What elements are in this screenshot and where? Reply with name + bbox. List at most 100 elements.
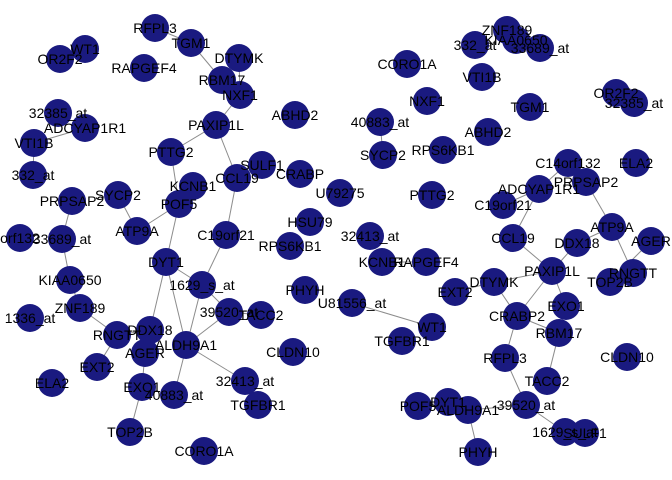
left-network-node-label: 32385_at xyxy=(29,105,88,121)
left-network-node-label: ZNF189 xyxy=(55,300,106,316)
right-network-node xyxy=(598,213,626,241)
left-network-node-label: EXO1 xyxy=(123,379,161,395)
right-network-node-label: KIAA0650 xyxy=(484,32,547,48)
right-network-node-label: POF5 xyxy=(400,398,437,414)
left-network-node-label: RPS6KB1 xyxy=(258,238,321,254)
right-network-node xyxy=(533,367,561,395)
right-network-node-label: TACC2 xyxy=(525,373,570,389)
left-network-node xyxy=(279,338,307,366)
left-network-node xyxy=(223,164,251,192)
left-network-node-label: orf132 xyxy=(0,230,40,246)
right-network-node-label: EXO1 xyxy=(547,298,585,314)
left-network-node xyxy=(244,391,272,419)
right-network-node xyxy=(388,327,416,355)
right-network-node-label: SULF1 xyxy=(563,425,607,441)
right-network-node-label: ZNF189 xyxy=(482,22,533,38)
right-network-node xyxy=(489,191,517,219)
left-network-node-label: ALDH9A1 xyxy=(155,337,217,353)
right-network-node xyxy=(356,222,384,250)
left-network-node-label: 39520_at xyxy=(200,304,259,320)
right-network-node-label: ELA2 xyxy=(619,155,653,171)
right-network-node-label: ATP9A xyxy=(590,219,634,235)
left-network-node-label: TGFBR1 xyxy=(230,397,285,413)
left-network-node-label: RNGTT xyxy=(93,327,142,343)
right-network-node xyxy=(525,175,553,203)
left-network-node xyxy=(130,54,158,82)
left-network-node-label: CORO1A xyxy=(174,443,234,459)
left-network-node xyxy=(247,301,275,329)
right-network-node-label: ADCYAP1R1 xyxy=(498,181,580,197)
right-network-node-label: RAPGEF4 xyxy=(393,254,459,270)
right-network-node-label: ALDH9A1 xyxy=(437,402,499,418)
left-network-node-label: 1336_at xyxy=(5,310,56,326)
right-network-node-label: AGER xyxy=(631,233,671,249)
right-network-node-label: 1629_s_at xyxy=(532,424,598,440)
left-network-node xyxy=(58,187,86,215)
left-network-node-label: DYT1 xyxy=(148,254,184,270)
left-network-node xyxy=(19,161,47,189)
left-network-node xyxy=(56,266,84,294)
left-network-node-label: PTTG2 xyxy=(148,144,193,160)
right-network-node xyxy=(413,87,441,115)
left-network-node xyxy=(291,276,319,304)
right-network-node xyxy=(393,50,421,78)
left-network-node-label: POF5 xyxy=(161,196,198,212)
left-network-node xyxy=(212,221,240,249)
left-network-node-label: RBM17 xyxy=(199,72,246,88)
nodes-layer: RFPL3WT1OR2F2TGM1DTYMKRBM17NXF1RAPGEF4AB… xyxy=(0,14,671,466)
left-network-node xyxy=(276,232,304,260)
right-network-node-label: PHYH xyxy=(459,444,498,460)
left-network-node-label: TOP2B xyxy=(107,424,153,440)
left-network-node-label: 40883_at xyxy=(145,387,204,403)
right-network-node-label: 32413_at xyxy=(341,228,400,244)
right-network-node xyxy=(338,289,366,317)
right-network-node-label: CLDN10 xyxy=(600,349,654,365)
left-network-node xyxy=(215,298,243,326)
right-network-node-label: RPS6KB1 xyxy=(411,142,474,158)
left-network-node-label: PAXIP1L xyxy=(188,117,244,133)
left-network-node xyxy=(202,111,230,139)
right-network-node-label: DYT1 xyxy=(430,394,466,410)
left-network-node xyxy=(190,437,218,465)
right-network-node-label: 32385_at xyxy=(605,95,664,111)
left-network-node-label: OR2F2 xyxy=(37,51,82,67)
left-network-node-label: 332_at xyxy=(12,167,55,183)
left-network-node xyxy=(71,114,99,142)
right-network-node xyxy=(468,63,496,91)
right-network-node xyxy=(516,93,544,121)
left-network-node-label: ATP9A xyxy=(115,223,159,239)
left-network-node xyxy=(188,271,216,299)
left-network-node xyxy=(104,181,132,209)
left-network-node xyxy=(157,138,185,166)
left-network-node xyxy=(16,304,44,332)
right-network-node-label: DDX18 xyxy=(554,235,599,251)
left-network-node xyxy=(6,224,34,252)
right-network-node xyxy=(552,292,580,320)
left-network-node xyxy=(20,129,48,157)
left-network-node xyxy=(172,331,200,359)
left-network-node-label: TGM1 xyxy=(172,35,211,51)
right-network-node xyxy=(418,313,446,341)
left-network-node-label: WT1 xyxy=(70,41,100,57)
left-network-node-label: HSU79 xyxy=(287,214,332,230)
left-network-node-label: KIAA0650 xyxy=(38,272,101,288)
left-network-node-label: 33689_at xyxy=(33,231,92,247)
left-network-node-label: PRPSAP2 xyxy=(40,193,105,209)
left-network-node xyxy=(231,367,259,395)
left-network-node-label: ELA2 xyxy=(35,375,69,391)
left-network-node-label: CLDN10 xyxy=(266,344,320,360)
left-network-node-label: ABHD2 xyxy=(272,107,319,123)
right-network-node-label: 39520_at xyxy=(497,397,556,413)
right-network-node xyxy=(491,344,519,372)
right-network-node-label: U81556_at xyxy=(318,295,387,311)
right-network-node xyxy=(572,168,600,196)
right-network-node-label: TGM1 xyxy=(511,99,550,115)
right-network-node xyxy=(369,141,397,169)
right-network-node-label: RBM17 xyxy=(536,325,583,341)
right-network-node-label: 33689_at xyxy=(511,40,570,56)
left-network-node xyxy=(103,321,131,349)
left-network-node xyxy=(116,418,144,446)
right-network-node xyxy=(326,179,354,207)
left-network-node-label: TACC2 xyxy=(239,307,284,323)
